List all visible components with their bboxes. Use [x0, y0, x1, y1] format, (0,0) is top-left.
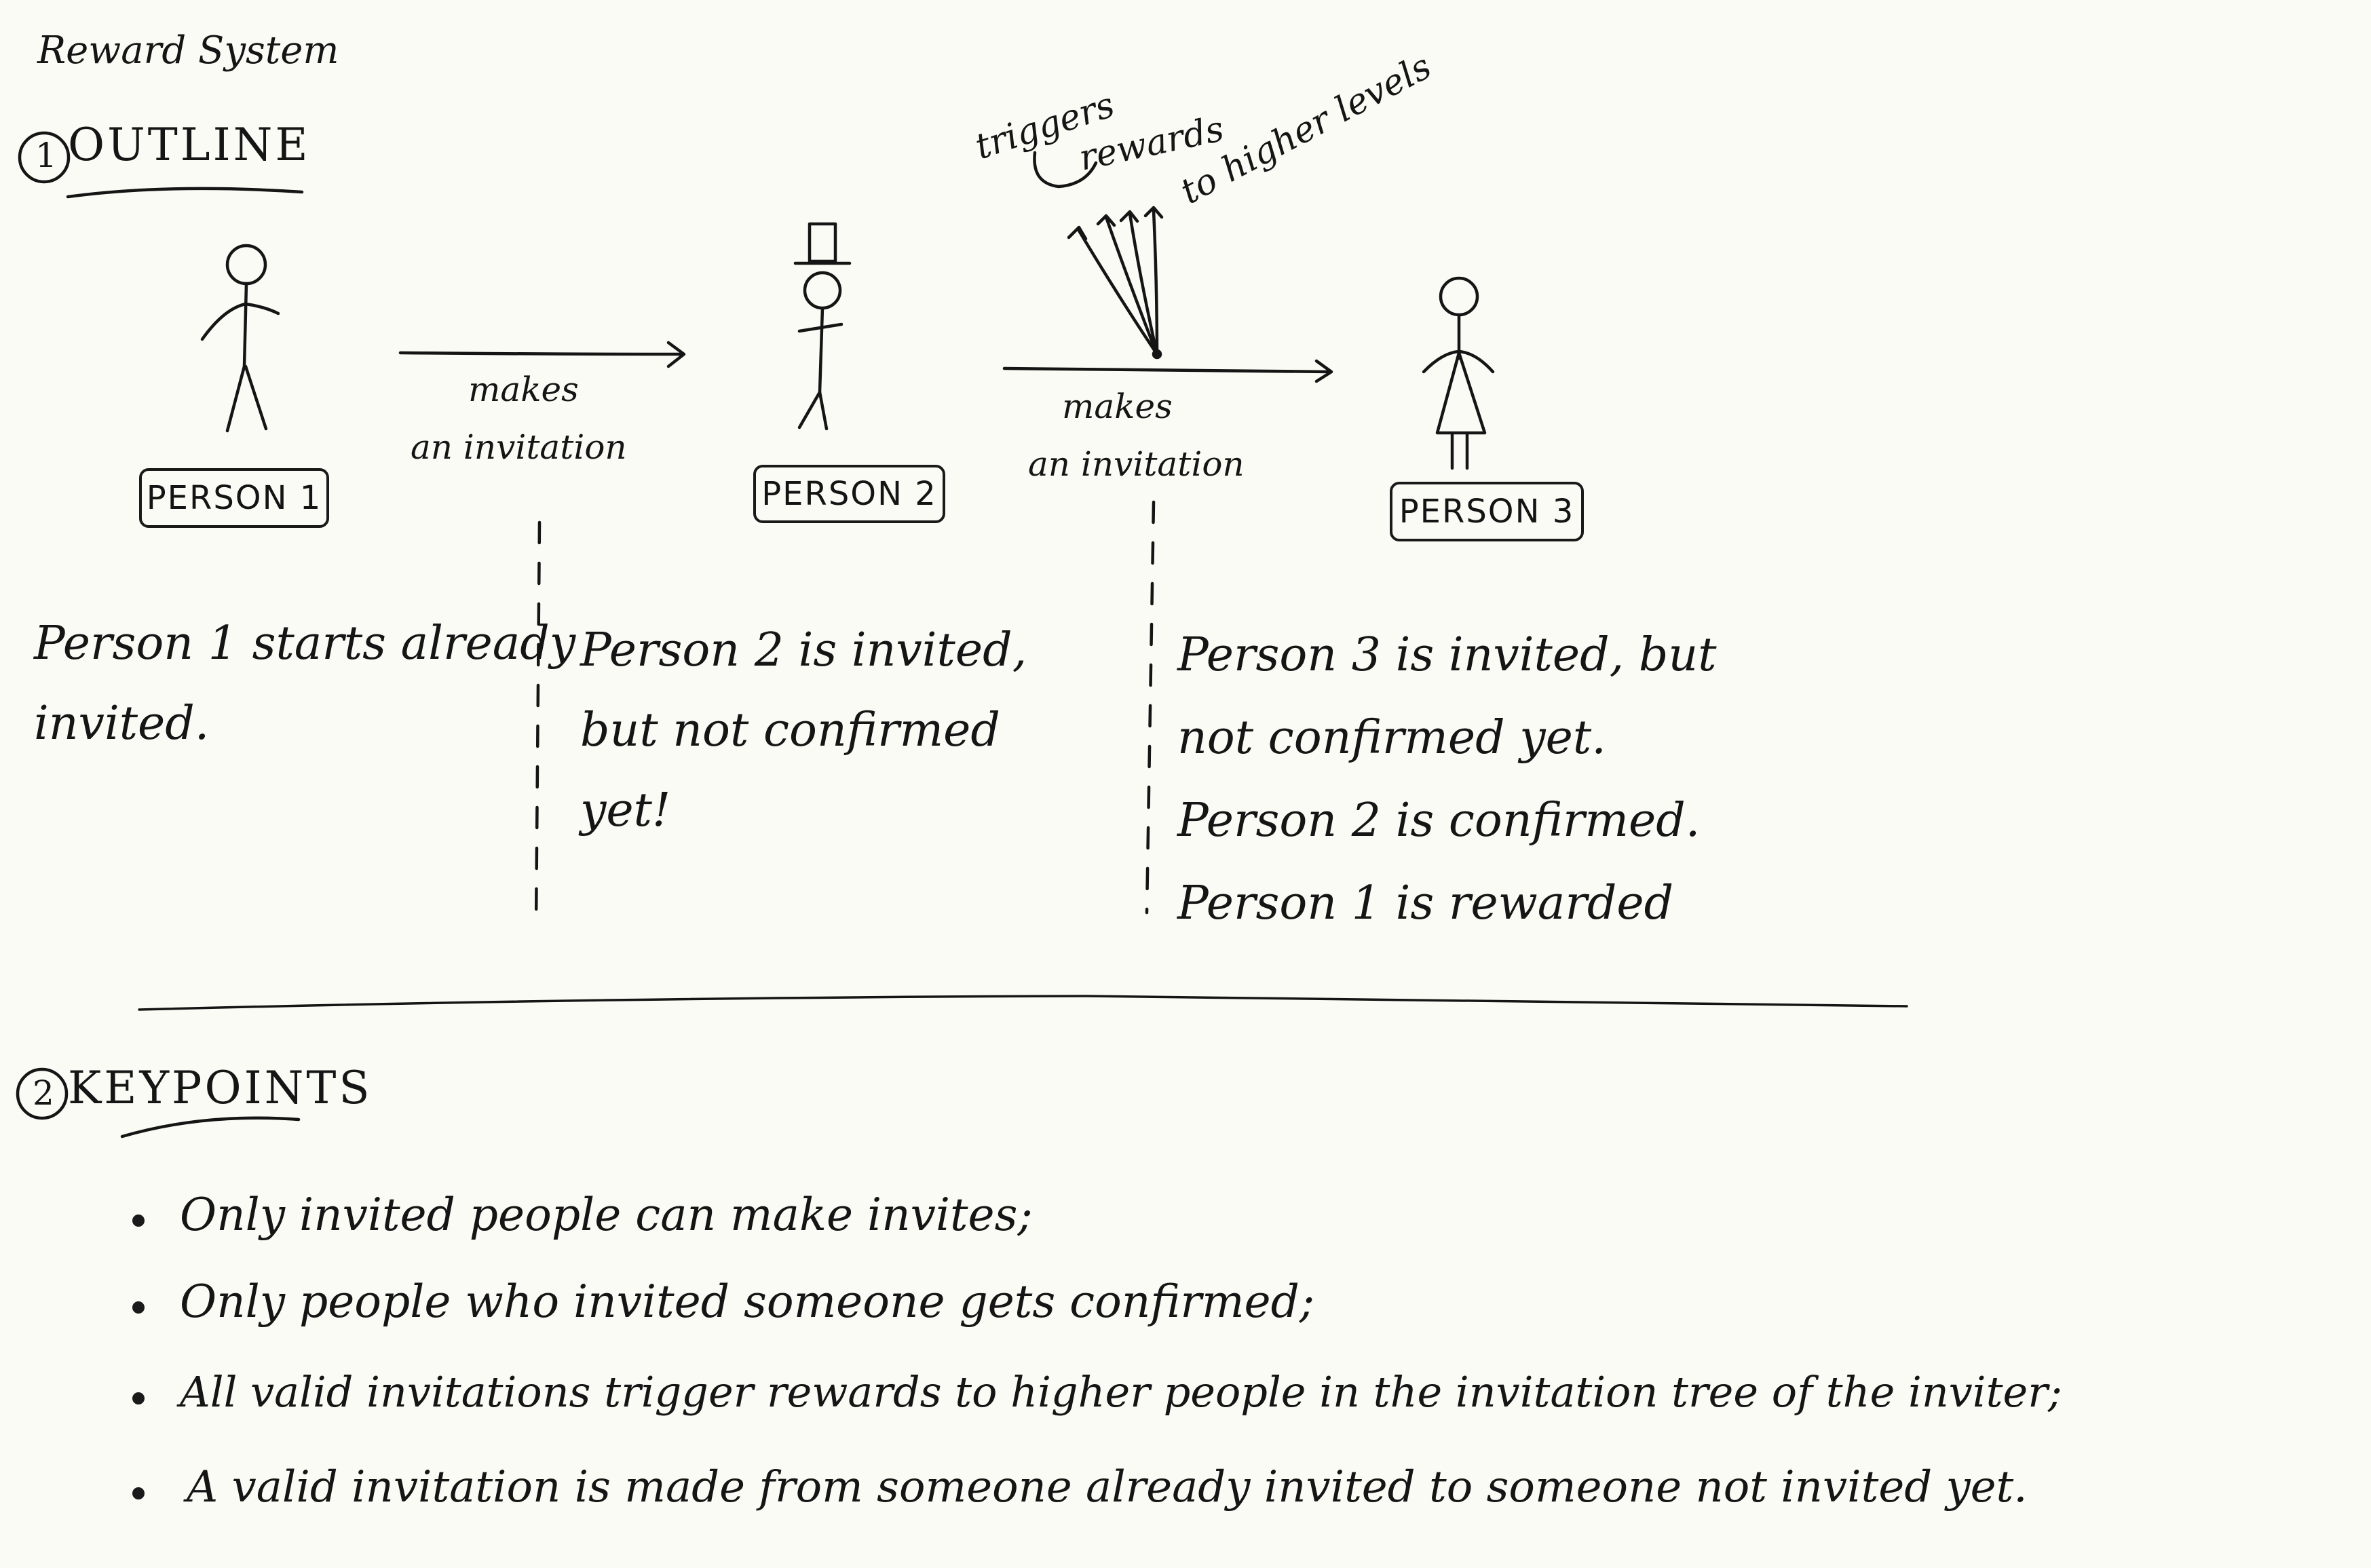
section-1-number-circle [18, 131, 71, 184]
keypoint-item: All valid invitations trigger rewards to… [180, 1367, 2062, 1417]
person-2-box: PERSON 2 [753, 465, 945, 523]
keypoint-item: A valid invitation is made from someone … [187, 1462, 2028, 1512]
outline-underline [66, 187, 304, 199]
description-line: but not confirmed [580, 704, 1000, 757]
section-divider [138, 995, 1908, 1011]
bullet-dot [132, 1215, 145, 1227]
person-2-figure [793, 222, 852, 431]
dashed-separator-2 [1145, 500, 1156, 915]
description-line: Person 2 is confirmed. [1177, 794, 1701, 847]
keypoint-item: Only invited people can make invites; [180, 1189, 1033, 1241]
description-line: invited. [34, 697, 210, 750]
person-1-figure [200, 244, 280, 433]
description-line: yet! [580, 784, 671, 837]
arrow-1 [398, 341, 686, 368]
section-1-number: 1 [35, 136, 60, 175]
person-1-box: PERSON 1 [139, 468, 329, 528]
trigger-arrows [1033, 151, 1164, 360]
dashed-separator-1 [534, 520, 542, 928]
person-1-description: Person 1 starts already invited. [34, 604, 575, 764]
bullet-dot [132, 1301, 145, 1314]
arrow-2 [1002, 359, 1333, 383]
arrow-2-label-line1: makes [1062, 387, 1173, 426]
bullet-dot [132, 1487, 145, 1499]
description-line: Person 3 is invited, but [1177, 628, 1717, 682]
arrow-1-label-line1: makes [468, 370, 579, 409]
keypoints-heading: KEYPOINTS [68, 1062, 373, 1114]
description-line: not confirmed yet. [1177, 711, 1606, 765]
arrow-2-label-line2: an invitation [1028, 444, 1245, 484]
person-2-description: Person 2 is invited, but not confirmed y… [580, 611, 1027, 851]
description-line: Person 1 starts already [34, 617, 576, 670]
person-3-description: Person 3 is invited, but not confirmed y… [1177, 614, 1717, 945]
keypoints-underline [120, 1116, 301, 1139]
arrow-1-label-line2: an invitation [411, 427, 627, 467]
description-line: Person 2 is invited, [580, 624, 1027, 677]
page-title: Reward System [37, 28, 339, 73]
bullet-dot [132, 1392, 145, 1404]
section-2-number: 2 [33, 1073, 57, 1113]
keypoint-item: Only people who invited someone gets con… [180, 1276, 1315, 1328]
description-line: Person 1 is rewarded [1177, 877, 1674, 930]
section-2-number-circle [16, 1067, 69, 1120]
person-3-figure [1422, 276, 1495, 470]
outline-heading: OUTLINE [68, 119, 311, 171]
person-3-box: PERSON 3 [1390, 482, 1584, 541]
